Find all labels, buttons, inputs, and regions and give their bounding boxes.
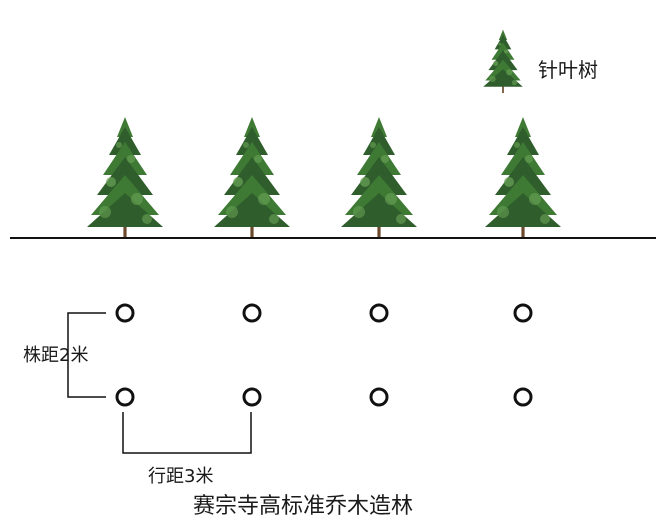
planting-hole — [242, 303, 262, 323]
planting-hole — [513, 387, 533, 407]
elevation-view — [10, 117, 656, 239]
diagram-caption: 赛宗寺高标准乔木造林 — [193, 494, 413, 519]
plan-view: 株距2米 行距3米 — [23, 303, 533, 487]
planting-row — [115, 387, 533, 407]
planting-hole — [513, 303, 533, 323]
planting-row — [115, 303, 533, 323]
legend: 针叶树 — [483, 29, 598, 94]
plant-spacing-label: 株距2米 — [23, 345, 88, 366]
planting-hole — [242, 387, 262, 407]
plant-spacing-bracket — [67, 312, 106, 398]
planting-hole — [115, 387, 135, 407]
conifer-tree-icon — [485, 117, 561, 239]
legend-label: 针叶树 — [538, 58, 598, 82]
planting-hole — [369, 387, 389, 407]
conifer-tree-icon — [87, 117, 163, 239]
conifer-tree-icon — [341, 117, 417, 239]
row-spacing-label: 行距3米 — [148, 466, 213, 487]
planting-hole — [369, 303, 389, 323]
conifer-tree-icon — [214, 117, 290, 239]
conifer-tree-icon — [483, 29, 523, 94]
plant-spacing-dimension: 株距2米 — [23, 312, 106, 398]
row-spacing-bracket — [122, 412, 252, 454]
row-spacing-dimension: 行距3米 — [122, 412, 252, 487]
planting-hole — [115, 303, 135, 323]
